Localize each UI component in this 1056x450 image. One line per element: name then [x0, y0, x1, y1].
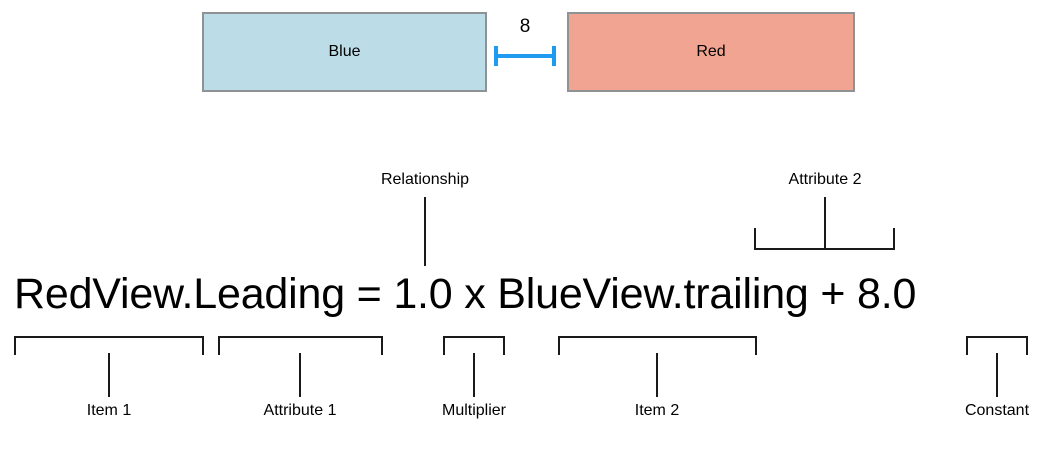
constraint-equation: RedView.Leading = 1.0 x BlueView.trailin… — [14, 270, 917, 318]
callout-label-constant: Constant — [964, 402, 1030, 419]
callout-bracket-attribute-2 — [754, 228, 895, 250]
callout-stem-item-1 — [108, 353, 110, 397]
spacing-value-label: 8 — [519, 16, 531, 37]
callout-label-attribute-1: Attribute 1 — [263, 402, 337, 419]
callout-bracket-constant — [966, 336, 1028, 355]
callout-stem-multiplier — [473, 353, 475, 397]
blue-view-box[interactable]: Blue — [202, 12, 487, 92]
callout-stem-attribute-1 — [299, 353, 301, 397]
callout-bracket-item-2 — [558, 336, 757, 355]
callout-stem-attribute-2 — [824, 197, 826, 250]
spacing-cap-right-icon — [552, 46, 556, 66]
callout-bracket-item-1 — [14, 336, 204, 355]
callout-bracket-attribute-1 — [218, 336, 383, 355]
callout-label-attribute-2: Attribute 2 — [788, 171, 862, 188]
spacing-measurement-indicator[interactable]: 8 — [494, 17, 556, 66]
red-view-label: Red — [696, 43, 726, 60]
callout-label-item-2: Item 2 — [634, 402, 680, 419]
callout-label-relationship: Relationship — [380, 171, 470, 188]
callout-label-item-1: Item 1 — [86, 402, 132, 419]
callout-stem-item-2 — [656, 353, 658, 397]
red-view-box[interactable]: Red — [567, 12, 855, 92]
spacing-bar-icon — [494, 54, 556, 58]
callout-bracket-multiplier — [443, 336, 505, 355]
blue-view-label: Blue — [328, 43, 361, 60]
callout-label-multiplier: Multiplier — [441, 402, 506, 419]
callout-stem-constant — [996, 353, 998, 397]
callout-stem-relationship — [424, 197, 426, 266]
